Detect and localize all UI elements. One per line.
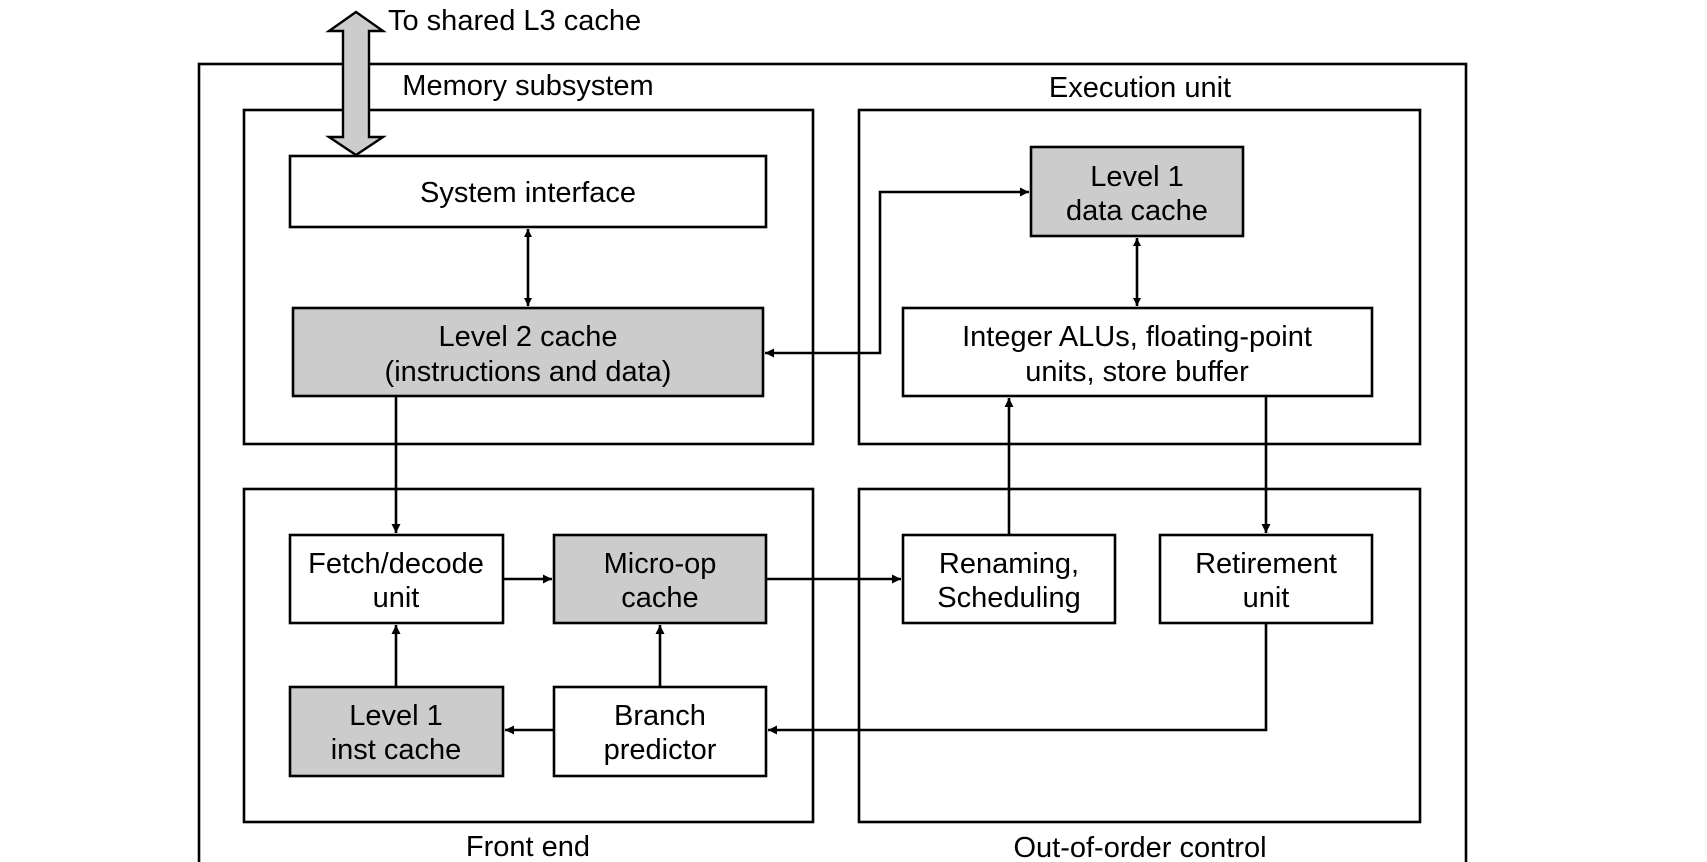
renaming-line-2: Scheduling bbox=[937, 582, 1081, 614]
alus-line-2: units, store buffer bbox=[1025, 356, 1249, 388]
retirement-line-1: Retirement bbox=[1195, 548, 1337, 580]
level1-inst-cache-block: Level 1 inst cache bbox=[288, 685, 505, 778]
front-end-group bbox=[242, 487, 815, 824]
level1-data-cache-line-1: Level 1 bbox=[1090, 161, 1184, 193]
out-of-order-control-label: Out-of-order control bbox=[1013, 832, 1266, 862]
to-shared-l3-label: To shared L3 cache bbox=[388, 5, 641, 37]
front-end-label: Front end bbox=[466, 831, 590, 862]
retirement-branch-arrow bbox=[768, 623, 1268, 735]
branch-predictor-block: Branch predictor bbox=[552, 685, 768, 778]
branch-predictor-line-1: Branch bbox=[614, 700, 706, 732]
processor-outline bbox=[197, 62, 1468, 862]
micro-op-cache-line-1: Micro-op bbox=[604, 548, 717, 580]
out-of-order-control-group bbox=[857, 487, 1422, 824]
l3-bus-arrow bbox=[325, 10, 387, 157]
level2-cache-block: Level 2 cache (instructions and data) bbox=[291, 306, 765, 398]
l2-l1d-arrow bbox=[765, 187, 1029, 358]
renaming-scheduling-block: Renaming, Scheduling bbox=[901, 533, 1117, 625]
micro-op-cache-line-2: cache bbox=[621, 582, 698, 614]
memory-subsystem-label: Memory subsystem bbox=[402, 70, 653, 102]
fetch-decode-line-2: unit bbox=[373, 582, 420, 614]
execution-unit-label: Execution unit bbox=[1049, 72, 1231, 104]
level1-data-cache-line-2: data cache bbox=[1066, 195, 1208, 227]
level1-inst-cache-line-2: inst cache bbox=[331, 734, 462, 766]
level2-cache-line-2: (instructions and data) bbox=[385, 356, 672, 388]
system-interface-block: System interface bbox=[288, 154, 768, 229]
fetch-decode-line-1: Fetch/decode bbox=[308, 548, 484, 580]
retirement-unit-block: Retirement unit bbox=[1158, 533, 1374, 625]
renaming-line-1: Renaming, bbox=[939, 548, 1079, 580]
level2-cache-line-1: Level 2 cache bbox=[439, 321, 618, 353]
alus-block: Integer ALUs, floating-point units, stor… bbox=[901, 306, 1374, 398]
micro-op-cache-block: Micro-op cache bbox=[552, 533, 768, 625]
alus-line-1: Integer ALUs, floating-point bbox=[962, 321, 1312, 353]
fetch-decode-block: Fetch/decode unit bbox=[288, 533, 505, 625]
branch-predictor-line-2: predictor bbox=[604, 734, 717, 766]
retirement-line-2: unit bbox=[1243, 582, 1290, 614]
system-interface-line-1: System interface bbox=[420, 177, 636, 209]
level1-inst-cache-line-1: Level 1 bbox=[349, 700, 443, 732]
level1-data-cache-block: Level 1 data cache bbox=[1029, 145, 1245, 238]
